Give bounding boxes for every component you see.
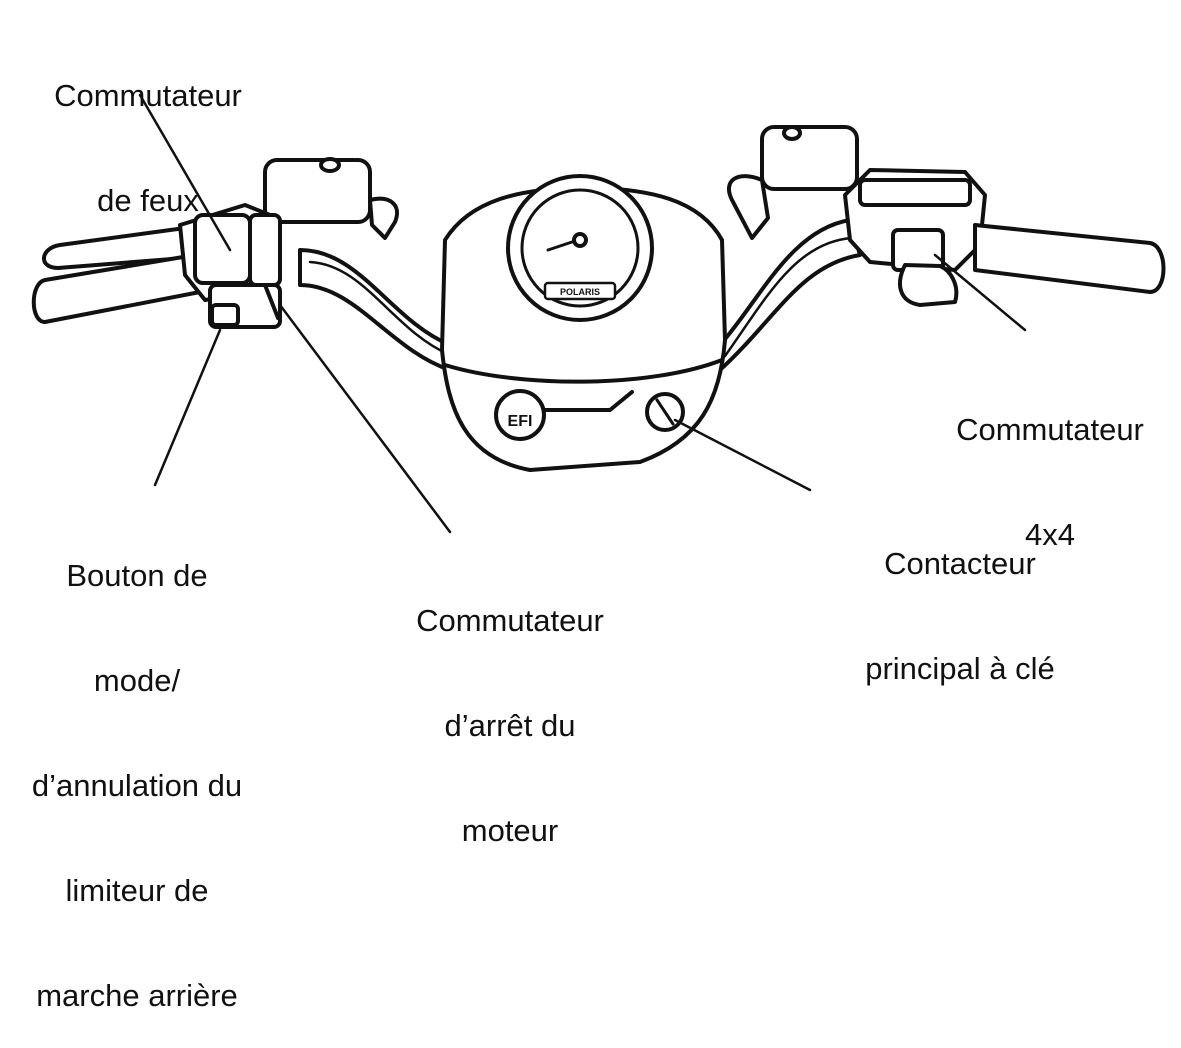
right-handlebar-tube — [718, 218, 862, 372]
label-engine-stop-switch: Commutateur d’arrêt du moteur — [416, 603, 604, 848]
brand-plate — [543, 281, 617, 301]
leader-four-wd — [933, 253, 1027, 332]
mode-button-graphic — [210, 303, 240, 327]
leader-engine-stop — [278, 303, 452, 534]
efi-indicator — [494, 389, 546, 441]
left-master-cylinder — [263, 158, 372, 224]
left-hand-grip — [31, 253, 202, 324]
handlebar-diagram: POLARIS EFI — [31, 93, 1166, 534]
left-brake-lever — [42, 226, 187, 270]
brand-plate-text: POLARIS — [560, 287, 600, 297]
label-mode-button: Bouton de mode/ d’annulation du limiteur… — [31, 558, 243, 1013]
left-handlebar-tube — [298, 248, 452, 372]
leader-mode-button — [153, 328, 222, 487]
label-ignition-switch: Contacteur principal à clé — [865, 546, 1055, 686]
right-hand-grip — [973, 223, 1166, 294]
leader-lights-switch — [138, 93, 232, 252]
label-four-wd-switch: Commutateur 4x4 — [956, 412, 1144, 552]
efi-label: EFI — [508, 413, 533, 430]
right-master-cylinder — [760, 125, 859, 191]
label-lights-switch: Commutateur de feux — [54, 78, 242, 218]
leader-ignition — [673, 418, 812, 492]
